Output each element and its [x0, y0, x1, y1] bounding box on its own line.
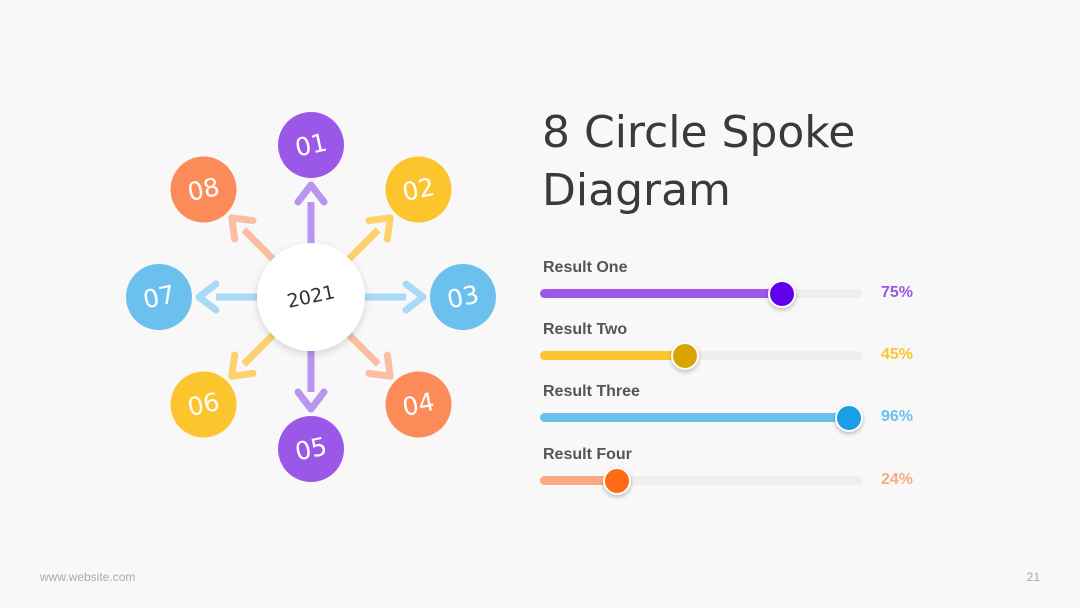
progress-track	[540, 342, 862, 370]
progress-track	[540, 404, 864, 432]
spoke-circle-04	[385, 371, 452, 438]
result-value: 75%	[881, 284, 914, 301]
progress-fill	[540, 476, 618, 485]
progress-track	[540, 467, 862, 495]
spoke-arrow-head	[365, 351, 394, 380]
spoke-arrow-head	[228, 214, 257, 243]
result-label: Result Two	[543, 321, 628, 338]
spoke-circle-06	[170, 371, 237, 438]
spoke-arrow-head	[228, 351, 257, 380]
spoke-arrow-shaft	[241, 227, 277, 263]
result-two: Result Two 45%	[540, 321, 920, 371]
result-label: Result Three	[543, 383, 640, 400]
result-four: Result Four 24%	[540, 446, 920, 496]
spoke-arrow-shaft	[241, 331, 277, 367]
spoke-arrow-head	[402, 280, 427, 314]
progress-track	[540, 280, 862, 308]
progress-knob[interactable]	[603, 467, 632, 495]
progress-knob[interactable]	[670, 342, 699, 370]
spoke-arrow-shaft	[345, 331, 381, 367]
footer-url[interactable]: www.website.com	[40, 570, 136, 584]
result-value: 45%	[881, 346, 914, 363]
spoke-circle-03	[430, 264, 496, 330]
result-label: Result Four	[543, 446, 632, 463]
spoke-arrow-head	[195, 280, 220, 314]
spoke-label-07: 07	[140, 280, 177, 315]
result-label: Result One	[543, 259, 628, 276]
spoke-circle-08	[170, 156, 237, 223]
progress-fill	[540, 289, 782, 298]
title-line-1: 8 Circle Spoke	[542, 107, 856, 158]
spoke-circle-02	[385, 156, 452, 223]
page-title: 8 Circle Spoke Diagram	[542, 104, 982, 220]
result-one: Result One 75%	[540, 259, 920, 309]
spoke-label-08: 08	[185, 172, 222, 207]
result-three: Result Three 96%	[540, 383, 920, 433]
spoke-arrow-head	[294, 181, 328, 206]
spoke-arrow-shaft	[345, 227, 381, 263]
progress-knob[interactable]	[767, 280, 796, 308]
spoke-label-06: 06	[185, 387, 222, 422]
spoke-circle-01	[278, 112, 344, 178]
spoke-label-04: 04	[400, 387, 437, 422]
result-value: 96%	[881, 408, 914, 425]
center-circle	[257, 243, 365, 351]
progress-knob[interactable]	[835, 404, 864, 432]
spoke-label-03: 03	[444, 280, 481, 315]
spoke-label-02: 02	[400, 172, 437, 207]
spoke-arrow-head	[365, 214, 394, 243]
spoke-label-05: 05	[292, 432, 329, 467]
spoke-arrow-head	[294, 388, 328, 413]
spoke-circle-05	[278, 416, 344, 482]
page-number: 21	[1026, 570, 1040, 584]
progress-fill	[540, 413, 850, 422]
result-value: 24%	[881, 471, 914, 488]
spoke-circle-07	[126, 264, 192, 330]
progress-fill	[540, 351, 685, 360]
title-line-2: Diagram	[542, 165, 731, 216]
spoke-label-01: 01	[292, 128, 329, 163]
